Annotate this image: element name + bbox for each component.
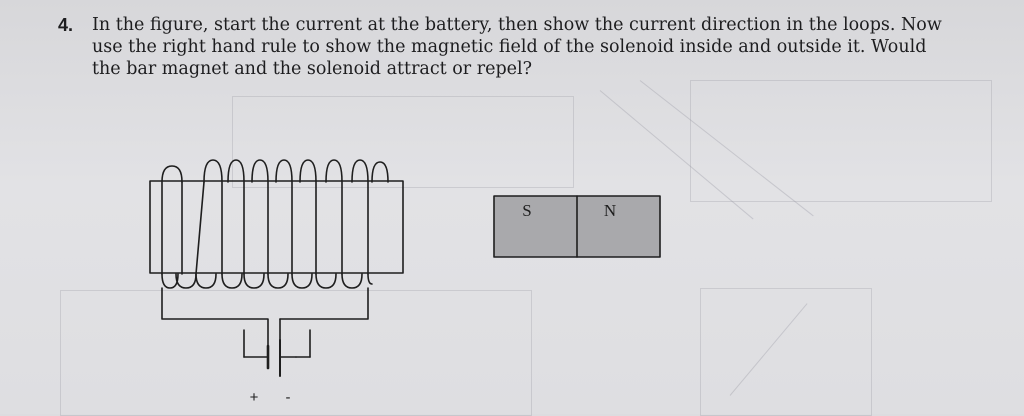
solenoid-core <box>149 180 404 274</box>
magnet-south-label: S <box>522 201 531 220</box>
battery-positive-label: + <box>250 389 259 406</box>
solenoid-coil <box>161 159 389 289</box>
battery-circuit-wire <box>161 287 369 367</box>
magnet-north-label: N <box>604 201 616 220</box>
battery-negative-label: - <box>286 389 291 406</box>
question-number: 4. <box>58 15 74 35</box>
question-text: In the figure, start the current at the … <box>92 15 942 79</box>
bar-magnet <box>493 195 661 258</box>
bleed-through-box <box>690 80 992 202</box>
battery-icon <box>243 329 311 377</box>
